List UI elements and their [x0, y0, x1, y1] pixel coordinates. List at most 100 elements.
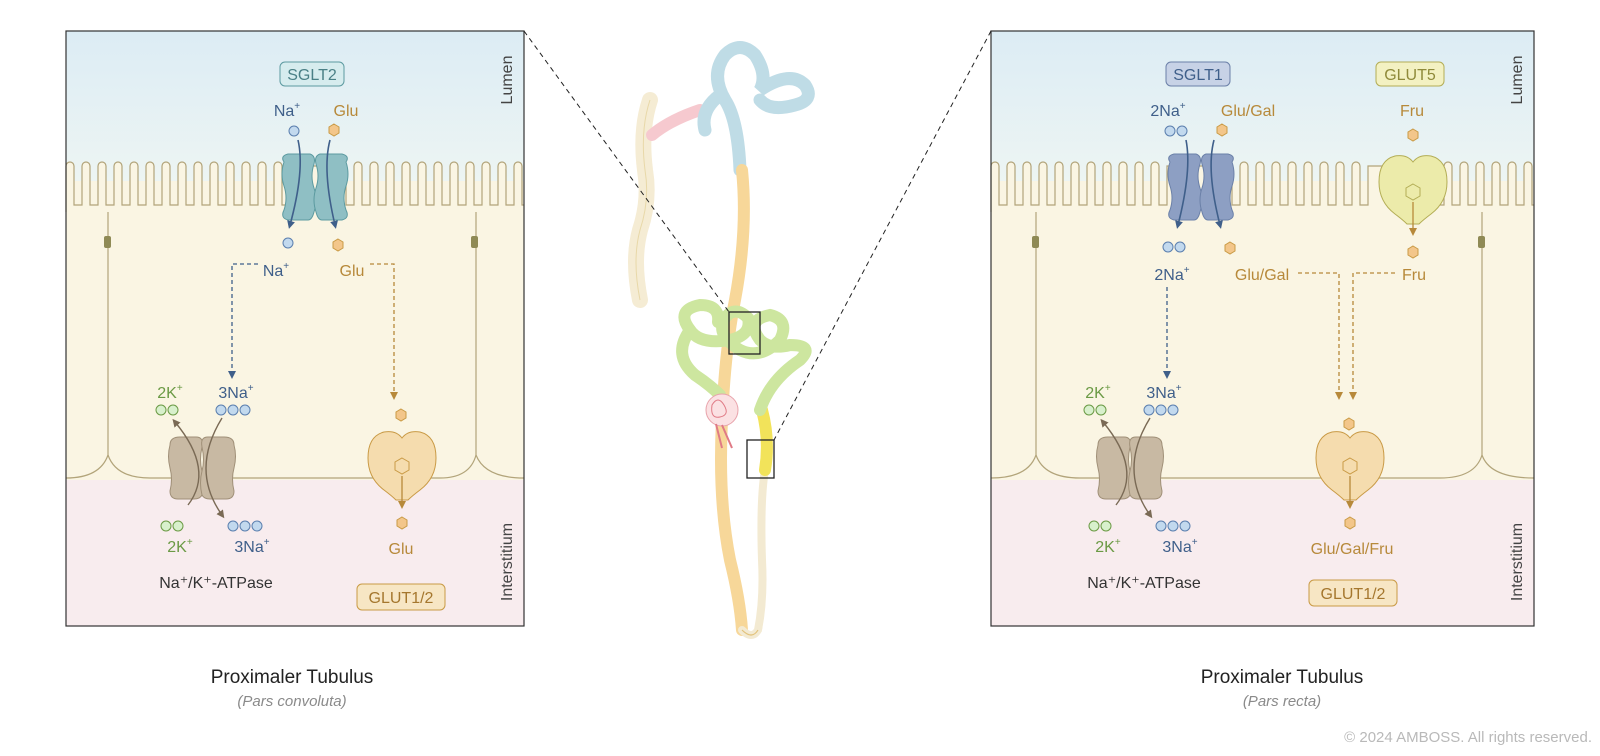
na-path-arrow — [228, 263, 258, 379]
glucose-molecule — [1342, 457, 1358, 475]
right-cell-panel: SGLT1 GLUT5 2Na+ Glu/Gal Fru 2Na+ Glu/Ga… — [990, 30, 1535, 627]
na-label: 3Na+ — [1146, 383, 1181, 402]
na-label: 2Na+ — [1154, 265, 1189, 284]
sglt2-label: SGLT2 — [287, 67, 337, 84]
sglt2-label-box — [279, 61, 345, 87]
na-label: 3Na+ — [218, 383, 253, 402]
glut12-label-box — [1308, 579, 1398, 607]
na-ions-inner — [215, 404, 251, 416]
na-label: 2Na+ — [1150, 101, 1185, 120]
glu-symport-arrow — [326, 139, 338, 229]
glucose-molecule — [395, 408, 407, 422]
zoom-box-recta — [746, 439, 775, 479]
na-label: Na+ — [274, 101, 300, 120]
glucose-molecule — [1344, 516, 1356, 530]
fructose-molecule — [1407, 128, 1419, 142]
na-label: 3Na+ — [234, 537, 269, 556]
sodium-ions — [1164, 125, 1188, 137]
tight-junction — [471, 236, 478, 248]
panel-border — [990, 30, 1535, 627]
glucose-molecule — [394, 457, 410, 475]
atpase-label: Na⁺/K⁺-ATPase — [159, 575, 273, 592]
left-caption-title: Proximaler Tubulus — [210, 667, 374, 688]
glugal-path-arrow — [1298, 272, 1343, 400]
glucose-molecule — [396, 516, 408, 530]
na-symport-arrow — [287, 139, 302, 229]
glomerulus — [705, 393, 739, 427]
glu-label: Glu — [340, 263, 365, 280]
k-label: 2K+ — [1095, 537, 1121, 556]
interstitium-area — [66, 480, 524, 626]
interstitium-label: Interstitium — [499, 523, 516, 601]
na-ions-outer — [227, 520, 263, 532]
fructose-molecule — [1407, 245, 1419, 259]
lumen-label: Lumen — [1509, 56, 1526, 105]
glucose-molecule — [1343, 417, 1355, 431]
fru-label: Fru — [1402, 267, 1426, 284]
fru-label: Fru — [1400, 103, 1424, 120]
k-ions-inner — [1083, 404, 1107, 416]
sglt1-transporter — [1167, 153, 1235, 221]
left-caption-subtitle: (Pars convoluta) — [237, 693, 347, 710]
k-pump-arrow — [1100, 418, 1128, 506]
lumen-area — [991, 31, 1534, 181]
na-pump-arrow — [205, 417, 225, 519]
k-ions-outer — [1088, 520, 1112, 532]
basal-membrane — [107, 454, 477, 479]
sglt1-label-box — [1165, 61, 1231, 87]
glu-path-arrow — [370, 263, 398, 400]
na-k-atpase — [168, 436, 236, 500]
right-caption-subtitle: (Pars recta) — [1242, 693, 1322, 710]
glugalfru-label: Glu/Gal/Fru — [1311, 541, 1394, 558]
sodium-ion — [288, 125, 300, 137]
k-label: 2K+ — [1085, 383, 1111, 402]
zoom-connector — [523, 30, 730, 313]
na-symport-arrow — [1175, 139, 1189, 229]
atpase-label: Na⁺/K⁺-ATPase — [1087, 575, 1201, 592]
interstitium-label: Interstitium — [1509, 523, 1526, 601]
tight-junction — [104, 236, 111, 248]
left-cell-panel: SGLT2 Na+ Glu Na+ Glu 2K+ 3Na+ 2K+ 3Na+ … — [65, 30, 525, 627]
copyright-notice: © 2024 AMBOSS. All rights reserved. — [1344, 729, 1592, 746]
sodium-ions — [1162, 241, 1186, 253]
k-ions-inner — [155, 404, 179, 416]
tight-junction — [1032, 236, 1039, 248]
na-ions-outer — [1155, 520, 1191, 532]
glu-label: Glu — [334, 103, 359, 120]
nephron-illustration — [523, 30, 992, 639]
k-label: 2K+ — [167, 537, 193, 556]
tight-junction — [1478, 236, 1485, 248]
k-pump-arrow — [172, 418, 200, 506]
glut12-label: GLUT1/2 — [1321, 586, 1386, 603]
na-ions-inner — [1143, 404, 1179, 416]
glucose-molecule — [1224, 241, 1236, 255]
lumen-label: Lumen — [499, 56, 516, 105]
fructose-molecule — [1405, 183, 1421, 201]
sodium-ion — [282, 237, 294, 249]
glu-symport-arrow — [1210, 139, 1223, 229]
glucose-molecule — [328, 123, 340, 137]
glu-label: Glu — [389, 541, 414, 558]
glugal-label: Glu/Gal — [1235, 267, 1289, 284]
glut5-label-box — [1375, 61, 1445, 87]
right-caption-title: Proximaler Tubulus — [1200, 667, 1364, 688]
sglt1-label: SGLT1 — [1173, 67, 1223, 84]
panel-border — [65, 30, 525, 627]
glut12-label: GLUT1/2 — [369, 590, 434, 607]
proximal-convoluted-tubule — [678, 298, 812, 416]
na-pump-arrow — [1133, 417, 1153, 519]
fru-path-arrow — [1349, 272, 1395, 400]
glut5-label: GLUT5 — [1384, 67, 1436, 84]
na-label: Na+ — [263, 261, 289, 280]
glut12-label-box — [356, 583, 446, 611]
glugal-label: Glu/Gal — [1221, 103, 1275, 120]
k-ions-outer — [160, 520, 184, 532]
na-label: 3Na+ — [1162, 537, 1197, 556]
interstitium-area — [991, 480, 1534, 626]
distal-tubule — [711, 41, 815, 177]
zoom-box-convoluta — [728, 311, 761, 355]
k-label: 2K+ — [157, 383, 183, 402]
connecting-tubule — [646, 104, 706, 141]
basal-membrane — [1035, 454, 1483, 479]
